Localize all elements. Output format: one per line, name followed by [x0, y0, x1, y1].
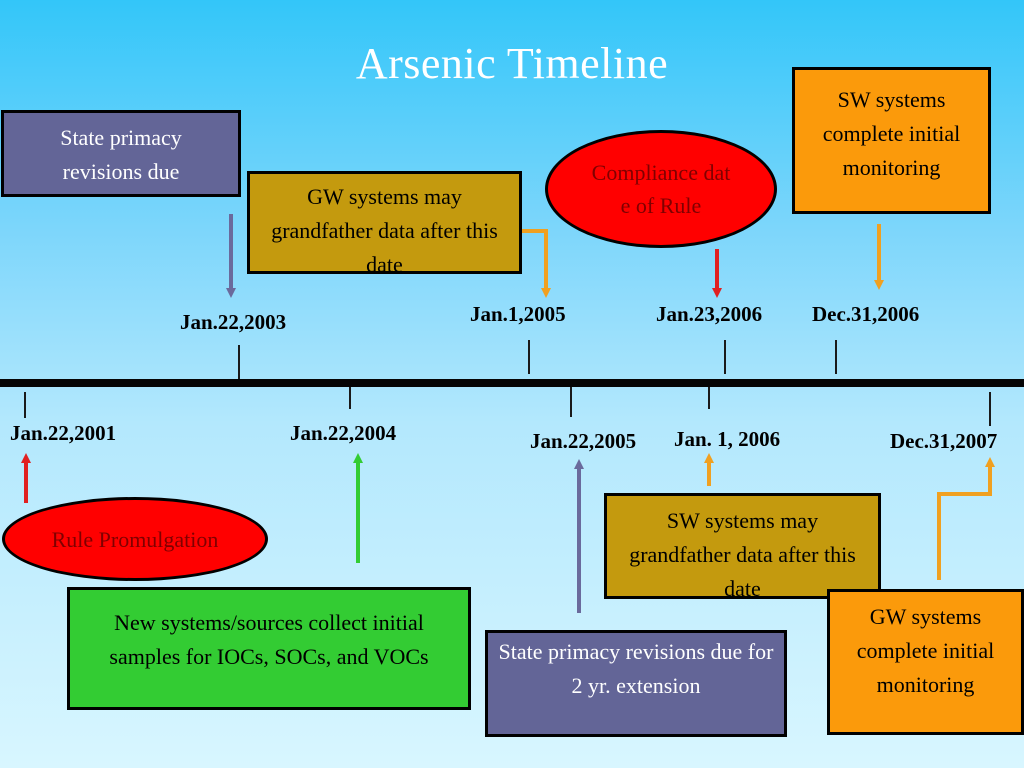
- date-jan-23-2006: Jan.23,2006: [656, 302, 763, 326]
- event-gw-grandfather: GW systems may grandfather data after th…: [247, 171, 522, 274]
- tick-jan-1-2006: [708, 387, 710, 409]
- tick-jan-1-2005: [528, 340, 530, 374]
- arrow-gw-grandfather-to-2005: [522, 229, 551, 298]
- tick-dec-31-2007: [989, 392, 991, 426]
- tick-jan-22-2004: [349, 387, 351, 409]
- event-sw-grandfather: SW systems may grandfather data after th…: [604, 493, 881, 599]
- date-jan-22-2003: Jan.22,2003: [180, 310, 287, 334]
- date-dec-31-2006: Dec.31,2006: [812, 302, 920, 326]
- arrow-gw-monitoring-to-dec-2007: [937, 457, 995, 580]
- event-sw-complete-monitoring: SW systems complete initial monitoring: [792, 67, 991, 214]
- event-state-primacy-revisions: State primacy revisions due: [1, 110, 241, 197]
- event-state-primacy-extension: State primacy revisions due for 2 yr. ex…: [485, 630, 787, 737]
- tick-jan-23-2006: [724, 340, 726, 374]
- tick-jan-22-2005: [570, 387, 572, 417]
- event-rule-promulgation: Rule Promulgation: [2, 497, 268, 581]
- page-title: Arsenic Timeline: [355, 39, 669, 88]
- date-jan-22-2001: Jan.22,2001: [10, 421, 117, 445]
- tick-jan-22-2001: [24, 392, 26, 418]
- event-compliance-date: Compliance date of Rule: [545, 130, 777, 248]
- date-jan-22-2004: Jan.22,2004: [290, 421, 397, 445]
- date-jan-1-2006: Jan. 1, 2006: [674, 427, 781, 451]
- event-new-systems-collect: New systems/sources collect initial samp…: [67, 587, 471, 710]
- timeline-axis: [0, 379, 1024, 387]
- tick-dec-31-2006: [835, 340, 837, 374]
- date-jan-22-2005: Jan.22,2005: [530, 429, 637, 453]
- tick-jan-22-2003: [238, 345, 240, 379]
- date-jan-1-2005: Jan.1,2005: [470, 302, 566, 326]
- date-dec-31-2007: Dec.31,2007: [890, 429, 998, 453]
- event-gw-complete-monitoring: GW systems complete initial monitoring: [827, 589, 1024, 735]
